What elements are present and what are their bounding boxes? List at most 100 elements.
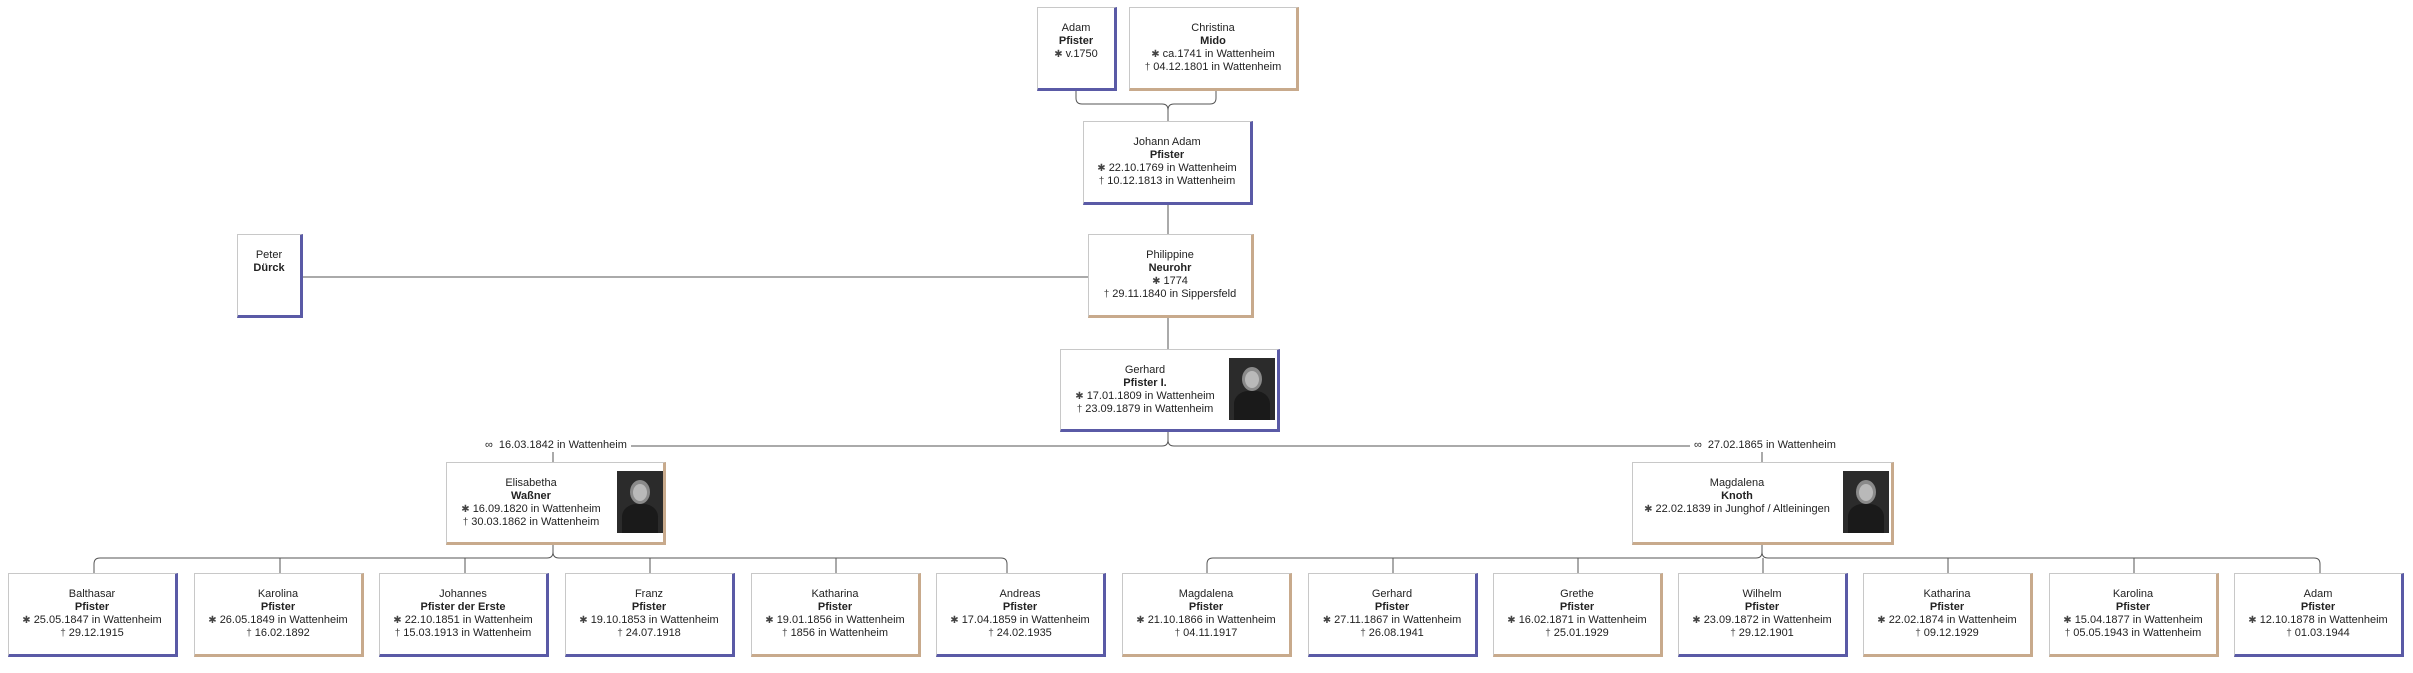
person-card-karolina-pfister-2[interactable]: Karolina Pfister ✱15.04.1877 in Wattenhe… [2049, 573, 2219, 657]
death-event: †01.03.1944 [2286, 627, 2350, 639]
connector-line [1167, 439, 1763, 462]
person-card-katharina-pfister-1[interactable]: Katharina Pfister ✱19.01.1856 in Wattenh… [751, 573, 921, 657]
death-event: †24.02.1935 [988, 627, 1052, 639]
death-event: †09.12.1929 [1915, 627, 1979, 639]
person-card-gerhard-pfister-i[interactable]: Gerhard Pfister I. ✱17.01.1809 in Watten… [1060, 349, 1280, 432]
person-card-franz-pfister[interactable]: Franz Pfister ✱19.10.1853 in Wattenheim … [565, 573, 735, 657]
death-icon: † [617, 628, 623, 639]
death-icon: † [2286, 628, 2292, 639]
person-card-christina-mido[interactable]: Christina Mido ✱ca.1741 in Wattenheim †0… [1129, 7, 1299, 91]
birth-event: ✱17.01.1809 in Wattenheim [1075, 390, 1215, 402]
death-icon: † [988, 628, 994, 639]
birth-event: ✱22.02.1874 in Wattenheim [1877, 614, 2017, 626]
last-name: Pfister [1559, 601, 1595, 613]
birth-icon: ✱ [1151, 49, 1160, 60]
birth-event: ✱26.05.1849 in Wattenheim [208, 614, 348, 626]
birth-icon: ✱ [1136, 615, 1145, 626]
death-event: †25.01.1929 [1545, 627, 1609, 639]
first-name: Wilhelm [1742, 588, 1782, 600]
birth-icon: ✱ [1322, 615, 1332, 626]
first-name: Grethe [1560, 588, 1594, 600]
last-name: Pfister [817, 601, 853, 613]
first-name: Andreas [999, 588, 1041, 600]
portrait-photo [1229, 358, 1275, 420]
birth-event: ✱27.11.1867 in Wattenheim [1322, 614, 1462, 626]
marriage-label-2: ∞27.02.1865 in Wattenheim [1690, 439, 1840, 452]
person-card-gerhard-pfister[interactable]: Gerhard Pfister ✱27.11.1867 in Wattenhei… [1308, 573, 1478, 657]
person-card-grethe-pfister[interactable]: Grethe Pfister ✱16.02.1871 in Wattenheim… [1493, 573, 1663, 657]
death-icon: † [1103, 289, 1110, 300]
birth-event: ✱25.05.1847 in Wattenheim [22, 614, 162, 626]
death-event: †24.07.1918 [617, 627, 681, 639]
first-name: Philippine [1146, 249, 1194, 261]
last-name: Knoth [1721, 490, 1753, 502]
birth-icon: ✱ [1877, 615, 1886, 626]
last-name: Pfister [1744, 601, 1780, 613]
birth-event: ✱v.1750 [1054, 48, 1098, 60]
birth-icon: ✱ [1644, 504, 1653, 515]
portrait-photo [617, 471, 663, 533]
person-card-johannes-pfister[interactable]: Johannes Pfister der Erste ✱22.10.1851 i… [379, 573, 549, 657]
birth-event: ✱17.04.1859 in Wattenheim [950, 614, 1090, 626]
first-name: Karolina [2112, 588, 2154, 600]
birth-icon: ✱ [461, 504, 470, 515]
birth-icon: ✱ [1692, 615, 1701, 626]
person-card-philippine-neurohr[interactable]: Philippine Neurohr ✱1774 †29.11.1840 in … [1088, 234, 1254, 318]
marriage-icon: ∞ [485, 439, 493, 451]
death-event: †29.11.1840 in Sippersfeld [1103, 288, 1237, 300]
person-card-andreas-pfister[interactable]: Andreas Pfister ✱17.04.1859 in Wattenhei… [936, 573, 1106, 657]
birth-event: ✱ca.1741 in Wattenheim [1151, 48, 1275, 60]
first-name: Katharina [1923, 588, 1971, 600]
birth-event: ✱15.04.1877 in Wattenheim [2063, 614, 2203, 626]
person-card-wilhelm-pfister[interactable]: Wilhelm Pfister ✱23.09.1872 in Wattenhei… [1678, 573, 1848, 657]
birth-event: ✱22.10.1851 in Wattenheim [393, 614, 533, 626]
birth-event: ✱1774 [1152, 275, 1188, 287]
birth-event: ✱16.09.1820 in Wattenheim [461, 503, 601, 515]
person-card-johann-adam-pfister[interactable]: Johann Adam Pfister ✱22.10.1769 in Watte… [1083, 121, 1253, 205]
first-name: Franz [634, 588, 664, 600]
person-card-peter-durck[interactable]: Peter Dürck [237, 234, 303, 318]
last-name: Pfister [1149, 149, 1185, 161]
birth-event: ✱22.10.1769 in Wattenheim [1097, 162, 1237, 174]
last-name: Pfister [1929, 601, 1965, 613]
last-name: Pfister [631, 601, 667, 613]
connector-line [1761, 551, 2321, 573]
last-name: Pfister der Erste [420, 601, 506, 613]
death-icon: † [1730, 628, 1736, 639]
death-icon: † [394, 628, 401, 639]
first-name: Adam [1061, 22, 1091, 34]
death-event: †23.09.1879 in Wattenheim [1076, 403, 1214, 415]
last-name: Waßner [511, 490, 551, 502]
person-card-magdalena-pfister[interactable]: Magdalena Pfister ✱21.10.1866 in Wattenh… [1122, 573, 1292, 657]
person-card-katharina-pfister-2[interactable]: Katharina Pfister ✱22.02.1874 in Wattenh… [1863, 573, 2033, 657]
person-card-karolina-pfister-1[interactable]: Karolina Pfister ✱26.05.1849 in Wattenhe… [194, 573, 364, 657]
birth-icon: ✱ [765, 615, 774, 626]
person-card-elisabetha-wassner[interactable]: Elisabetha Waßner ✱16.09.1820 in Wattenh… [446, 462, 666, 545]
connector-line [1167, 90, 1217, 111]
last-name: Pfister [2115, 601, 2151, 613]
death-icon: † [1174, 628, 1181, 639]
first-name: Johannes [439, 588, 487, 600]
death-icon: † [1144, 62, 1151, 73]
death-icon: † [1915, 628, 1921, 639]
connector-line [552, 551, 1008, 573]
person-card-adam-pfister-sr[interactable]: Adam Pfister ✱v.1750 [1037, 7, 1117, 91]
first-name: Katharina [811, 588, 859, 600]
birth-event: ✱19.10.1853 in Wattenheim [579, 614, 719, 626]
person-card-adam-pfister-jr[interactable]: Adam Pfister ✱12.10.1878 in Wattenheim †… [2234, 573, 2404, 657]
first-name: Gerhard [1124, 364, 1166, 376]
person-card-magdalena-knoth[interactable]: Magdalena Knoth ✱22.02.1839 in Junghof /… [1632, 462, 1894, 545]
death-event: †30.03.1862 in Wattenheim [462, 516, 600, 528]
birth-event: ✱23.09.1872 in Wattenheim [1692, 614, 1832, 626]
birth-icon: ✱ [579, 615, 588, 626]
death-event: †16.02.1892 [246, 627, 310, 639]
first-name: Gerhard [1371, 588, 1413, 600]
death-event: †15.03.1913 in Wattenheim [394, 627, 532, 639]
person-card-balthasar-pfister[interactable]: Balthasar Pfister ✱25.05.1847 in Wattenh… [8, 573, 178, 657]
death-icon: † [1360, 628, 1366, 639]
birth-icon: ✱ [1054, 49, 1063, 60]
first-name: Elisabetha [505, 477, 557, 489]
birth-icon: ✱ [393, 615, 402, 626]
first-name: Christina [1191, 22, 1235, 34]
